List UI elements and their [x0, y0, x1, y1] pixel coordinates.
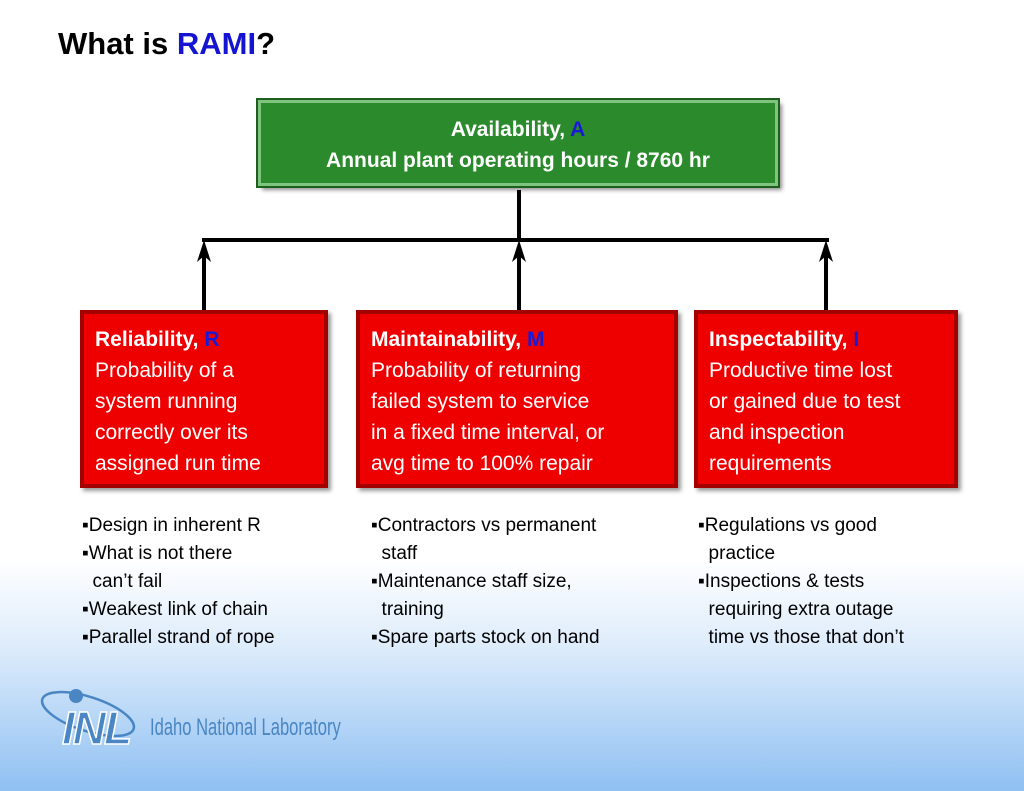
title-prefix: What is	[58, 26, 177, 61]
availability-formula: Annual plant operating hours / 8760 hr	[326, 149, 710, 172]
list-item: staff	[371, 543, 418, 564]
list-item: ▪Parallel strand of rope	[82, 627, 275, 648]
inspectability-label: Inspectability,	[709, 328, 854, 351]
connector-lines	[197, 190, 833, 310]
logo-atom-dot	[69, 689, 83, 703]
list-item: ▪Contractors vs permanent	[371, 515, 597, 536]
list-item: ▪Maintenance staff size,	[371, 571, 572, 592]
inspectability-bullets: ▪Regulations vs good practice ▪Inspectio…	[698, 512, 904, 652]
page-title: What is RAMI?	[58, 26, 275, 62]
reliability-abbr: R	[204, 328, 220, 351]
inspectability-heading: Inspectability, I	[709, 324, 954, 355]
maintainability-heading: Maintainability, M	[371, 324, 674, 355]
list-item: practice	[698, 543, 776, 564]
logo-orbit-icon	[40, 690, 136, 738]
list-item: can’t fail	[82, 571, 163, 592]
logo-mark: INL	[62, 702, 130, 754]
maintainability-bullets: ▪Contractors vs permanent staff ▪Mainten…	[371, 512, 600, 652]
maintainability-description: Probability of returning failed system t…	[371, 359, 605, 475]
reliability-label: Reliability,	[95, 328, 205, 351]
availability-label: Availability,	[450, 118, 571, 141]
list-item: ▪What is not there	[82, 543, 233, 564]
list-item: ▪Regulations vs good	[698, 515, 877, 536]
inspectability-description: Productive time lost or gained due to te…	[709, 359, 901, 475]
availability-box: Availability, A Annual plant operating h…	[256, 98, 780, 188]
list-item: ▪Spare parts stock on hand	[371, 627, 600, 648]
inl-logo: INL Idaho National Laboratory	[40, 689, 341, 755]
reliability-description: Probability of a system running correctl…	[95, 359, 261, 475]
inspectability-abbr: I	[853, 328, 860, 351]
availability-heading: Availability, A	[261, 114, 775, 145]
title-suffix: ?	[256, 26, 275, 61]
list-item: time vs those that don’t	[698, 627, 904, 648]
list-item: training	[371, 599, 444, 620]
reliability-heading: Reliability, R	[95, 324, 324, 355]
list-item: ▪Design in inherent R	[82, 515, 261, 536]
maintainability-abbr: M	[526, 328, 545, 351]
middle-arrow-head	[512, 240, 526, 262]
maintainability-box: Maintainability, M Probability of return…	[356, 310, 678, 488]
reliability-bullets: ▪Design in inherent R ▪What is not there…	[82, 512, 275, 652]
availability-abbr: A	[570, 118, 586, 141]
reliability-box: Reliability, R Probability of a system r…	[80, 310, 328, 488]
inspectability-box: Inspectability, I Productive time lost o…	[694, 310, 958, 488]
list-item: requiring extra outage	[698, 599, 894, 620]
maintainability-label: Maintainability,	[371, 328, 527, 351]
right-arrow-head	[819, 240, 833, 262]
list-item: ▪Inspections & tests	[698, 571, 865, 592]
title-highlight: RAMI	[176, 26, 257, 61]
logo-text: Idaho National Laboratory	[150, 714, 341, 740]
left-arrow-head	[197, 240, 211, 262]
list-item: ▪Weakest link of chain	[82, 599, 268, 620]
